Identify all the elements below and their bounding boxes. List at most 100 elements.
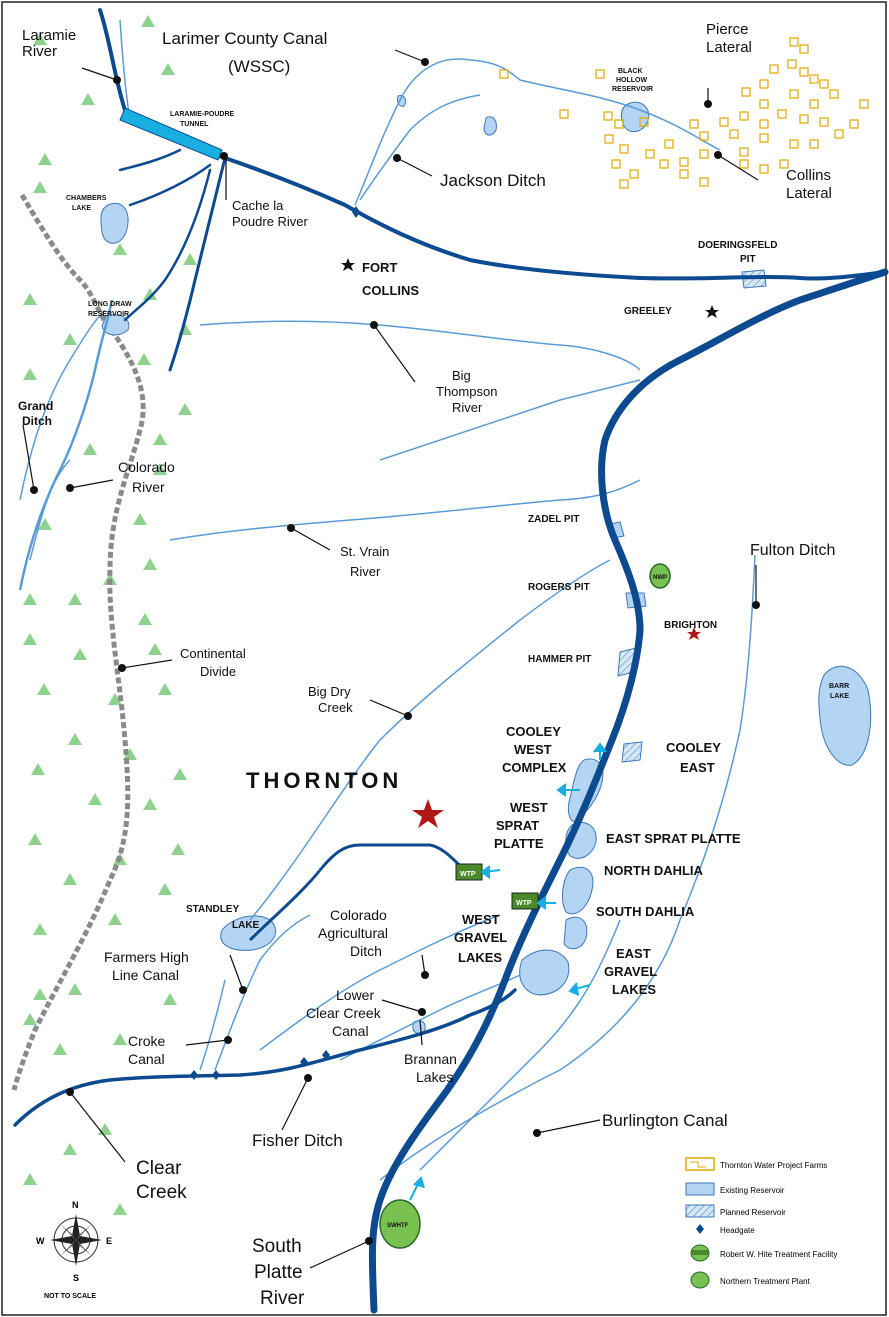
mountain-symbol	[158, 683, 172, 695]
big-thompson-label-2: Thompson	[436, 384, 497, 399]
gravel-lakes-south	[563, 916, 588, 950]
colorado-ag-label-2: Agricultural	[318, 925, 388, 941]
doeringsfeld-label-2: PIT	[740, 254, 756, 265]
mountain-symbol	[23, 633, 37, 645]
zadel-pit-label: ZADEL PIT	[528, 514, 579, 525]
farm-parcel	[739, 147, 749, 157]
chambers-lake	[100, 202, 129, 244]
long-draw-label-2: RESERVOIR	[88, 311, 129, 318]
farm-parcel	[645, 149, 655, 159]
mountain-symbol	[38, 518, 52, 530]
cooley-west-label-1: COOLEY	[506, 724, 561, 739]
not-to-scale-label: NOT TO SCALE	[44, 1293, 96, 1300]
mountain-symbol	[53, 1043, 67, 1055]
farm-parcel	[787, 59, 797, 69]
compass-e: E	[106, 1236, 112, 1246]
swhtf-label: SWHTF	[387, 1223, 409, 1229]
headgate-arrow-4	[568, 982, 591, 996]
lower-clear-label-2: Clear Creek	[306, 1005, 382, 1021]
city-stars	[341, 258, 719, 828]
south-platte-label-3: River	[260, 1288, 305, 1309]
farm-parcel	[777, 109, 787, 119]
farm-parcel	[759, 79, 769, 89]
south-platte-river	[368, 268, 889, 1314]
mountain-symbol	[68, 593, 82, 605]
farm-parcel	[699, 131, 709, 141]
clear-creek-label-2: Creek	[136, 1182, 187, 1203]
pierce-lateral-label-1: Pierce	[706, 21, 749, 38]
cooley-west-label-3: COMPLEX	[502, 760, 567, 775]
headgate-arrow-3	[536, 896, 556, 910]
upper-tributary	[379, 379, 641, 461]
doeringsfeld-label-1: DOERINGSFELD	[698, 240, 777, 251]
east-gravel-label-3: LAKES	[612, 982, 656, 997]
east-gravel-label-1: EAST	[616, 946, 651, 961]
farm-parcel	[679, 169, 689, 179]
farm-parcel	[819, 117, 829, 127]
mountain-symbol	[63, 1143, 77, 1155]
farm-parcel	[679, 157, 689, 167]
farm-parcel	[729, 129, 739, 139]
legend-northern-icon	[690, 1271, 710, 1289]
west-sprat-label-1: WEST	[510, 800, 548, 815]
legend-item-existing: Existing Reservoir	[720, 1186, 785, 1195]
fort-collins-label-1: FORT	[362, 260, 397, 275]
croke-canal-line	[199, 979, 226, 1071]
farm-parcel	[809, 139, 819, 149]
mountain-symbol	[33, 181, 47, 193]
mountain-symbol	[113, 1033, 127, 1045]
west-gravel-label-1: WEST	[462, 912, 500, 927]
upper-north-fork	[118, 148, 182, 172]
fisher-ditch-label: Fisher Ditch	[252, 1131, 343, 1150]
mountain-symbol	[143, 798, 157, 810]
black-hollow-label-2: HOLLOW	[616, 77, 647, 84]
farm-parcel	[799, 67, 809, 77]
mountain-symbol	[33, 923, 47, 935]
headgate-arrow-1	[556, 783, 580, 797]
farmers-label-2: Line Canal	[112, 967, 179, 983]
dahlia-lakes	[562, 866, 594, 915]
map-legend: Thornton Water Project Farms Existing Re…	[685, 1157, 837, 1289]
mountain-symbol	[33, 988, 47, 1000]
farm-parcel	[619, 144, 629, 154]
burlington-canal-label: Burlington Canal	[602, 1111, 728, 1130]
mountain-symbol	[37, 683, 51, 695]
farm-parcel	[659, 159, 669, 169]
continental-divide-label-1: Continental	[180, 646, 246, 661]
compass-s: S	[73, 1273, 79, 1283]
barr-lake-label-1: BARR	[829, 683, 849, 690]
thornton-farms	[499, 37, 869, 189]
swhtf-plant	[379, 1199, 421, 1249]
laramie-poudre-tunnel-river	[168, 156, 227, 372]
thornton-label: THORNTON	[246, 768, 402, 793]
farm-parcel	[499, 69, 509, 79]
headgate-arrow-5	[409, 1176, 425, 1201]
lower-clear-label-1: Lower	[336, 987, 374, 1003]
long-draw-river	[123, 168, 212, 322]
mountain-symbol	[158, 883, 172, 895]
mountain-symbols	[23, 15, 197, 1215]
grand-ditch-line	[19, 309, 106, 501]
st-vrain-line	[169, 479, 641, 541]
mountain-symbol	[63, 333, 77, 345]
mountain-symbol	[143, 288, 157, 300]
south-platte-label-2: Platte	[254, 1262, 303, 1283]
mountain-symbol	[153, 463, 167, 475]
mountain-symbol	[163, 993, 177, 1005]
larimer-county-canal-line	[354, 58, 721, 206]
mountain-symbol	[23, 293, 37, 305]
headgate-arrow-6	[593, 742, 607, 760]
laramie-river-label-2: River	[22, 43, 57, 60]
west-gravel-lakes	[519, 949, 570, 996]
jackson-lake-1	[483, 116, 497, 136]
legend-item-planned: Planned Reservoir	[720, 1208, 786, 1217]
reservoirs	[100, 95, 872, 1035]
compass-rose: N S E W NOT TO SCALE	[36, 1200, 112, 1300]
wssc-label: (WSSC)	[228, 57, 290, 76]
mountain-symbol	[171, 843, 185, 855]
big-thompson-line	[199, 320, 641, 371]
clear-creek	[13, 988, 517, 1127]
greeley-label: GREELEY	[624, 306, 672, 317]
headgate-diamonds	[190, 206, 360, 1080]
chambers-lake-label-2: LAKE	[72, 205, 91, 212]
